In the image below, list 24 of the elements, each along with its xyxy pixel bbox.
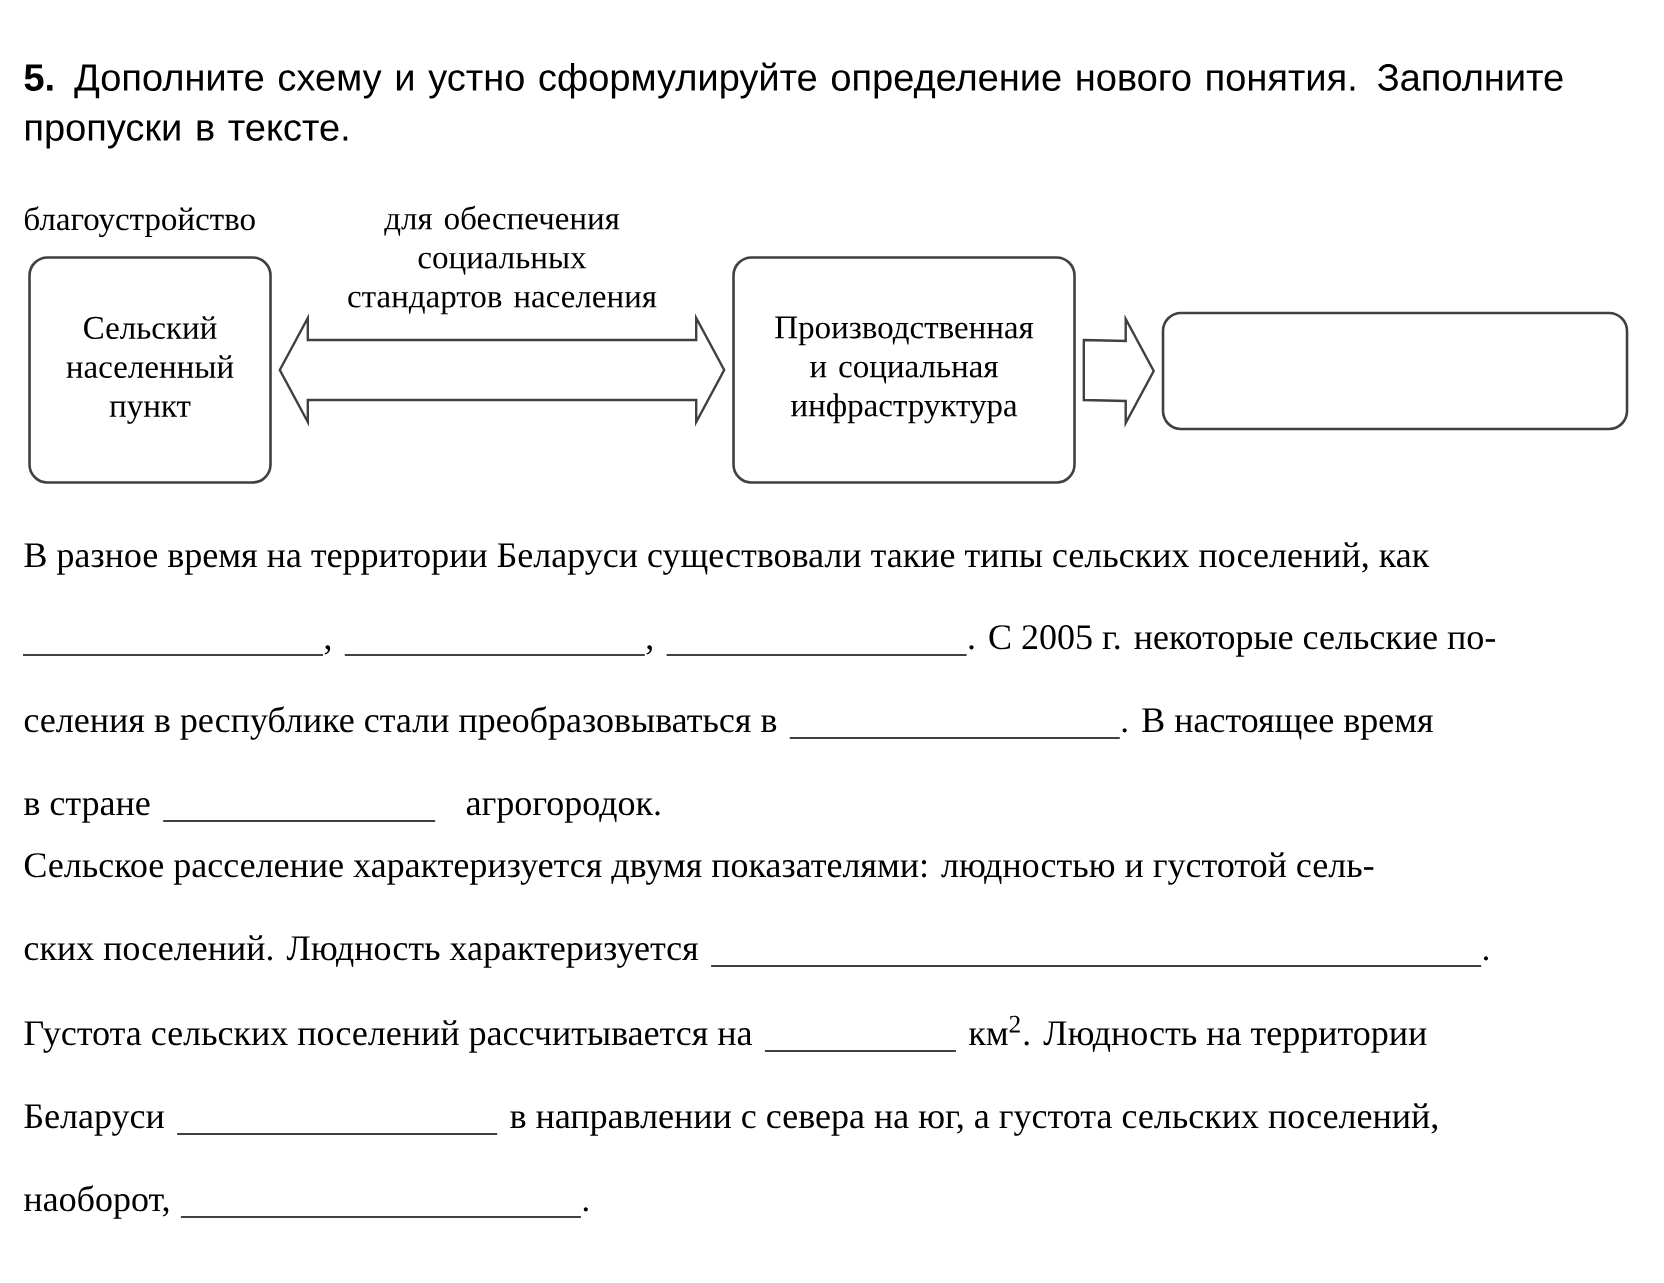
edge-label: для обеспечения социальных стандартов населения xyxy=(348,205,657,315)
empty-box xyxy=(1161,311,1629,431)
paragraph-text: км$^{2}$. Людность на территории xyxy=(969,1015,1427,1053)
paragraph-text: наоборот, xyxy=(24,1185,169,1219)
paragraph-text: В разное время на территории Беларуси существовали такие типы сельских поселений, как xyxy=(24,542,1430,575)
paragraph-text: ских поселений. Людность характеризуется xyxy=(24,935,699,968)
title: 5. Дополните схему и устно сформулируйте определение нового понятия. Заполните пропуски в тексте. xyxy=(24,62,1563,149)
paragraph-text: . С 2005 г. некоторые сельские по- xyxy=(969,625,1496,657)
paragraph-text: , xyxy=(646,645,652,655)
block-arrow xyxy=(1082,314,1156,428)
paragraph-text: . xyxy=(1483,956,1489,961)
text-box: Сельский населенный пункт xyxy=(28,256,272,484)
paragraph-text: в направлении с севера на юг, а густота сельских поселений, xyxy=(510,1103,1437,1136)
paragraph-text: селения в республике стали преобразовываться в xyxy=(24,706,777,740)
paragraph-text: . В настоящее время xyxy=(1122,708,1433,740)
text-box: Производственная и социальная инфраструктура xyxy=(732,256,1076,484)
paragraph-text: агрогородок. xyxy=(466,798,660,823)
paragraph-text: в стране xyxy=(24,798,150,823)
paragraph-text: Беларуси xyxy=(24,1104,164,1136)
paragraph-text: Сельское расселение характеризуется двумя показателями: людностью и густотой сель- xyxy=(24,852,1374,885)
paragraph-text: Густота сельских поселений рассчитывается на xyxy=(24,1020,753,1053)
paragraph-text: . xyxy=(583,1207,588,1212)
paragraph-text: , xyxy=(324,645,331,655)
double-arrow xyxy=(278,313,726,427)
